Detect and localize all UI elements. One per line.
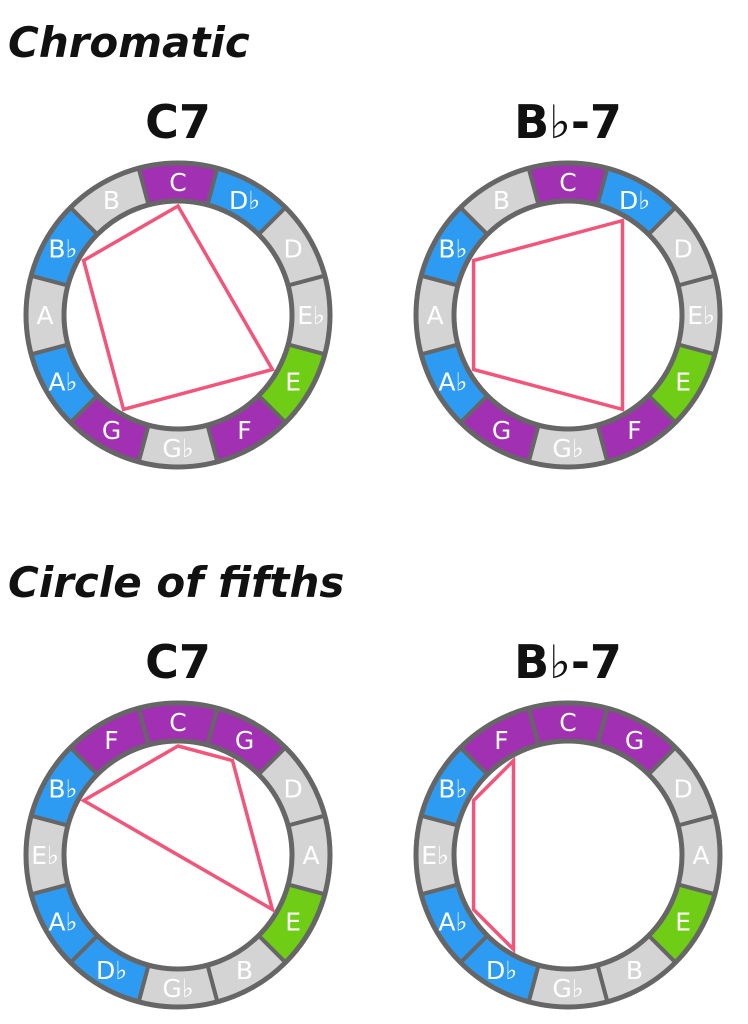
label-a: A <box>692 841 709 870</box>
label-g: G <box>492 416 511 445</box>
inner-ring <box>451 738 685 972</box>
label-a: A <box>426 301 443 330</box>
label-ab: A♭ <box>438 368 467 397</box>
chord-title: B♭-7 <box>514 635 622 689</box>
chromatic-c7-wheel: C7C D♭ D E♭ E F G♭ G A♭ A B♭ B <box>23 95 333 470</box>
chord-polygon <box>81 203 276 412</box>
label-d: D <box>284 235 303 264</box>
label-e: E <box>675 368 691 397</box>
label-ab: A♭ <box>48 368 77 397</box>
label-bb: B♭ <box>438 235 467 264</box>
label-eb: E♭ <box>297 301 325 330</box>
label-bb: B♭ <box>48 235 77 264</box>
label-g: G <box>235 726 254 755</box>
label-c: C <box>169 708 186 737</box>
label-gb: G♭ <box>552 974 583 1003</box>
label-d: D <box>284 775 303 804</box>
label-b: B <box>103 186 120 215</box>
label-db: D♭ <box>486 956 517 985</box>
label-ab: A♭ <box>48 908 77 937</box>
label-eb: E♭ <box>421 841 449 870</box>
label-c: C <box>559 708 576 737</box>
label-e: E <box>285 908 301 937</box>
label-f: F <box>104 726 118 755</box>
label-gb: G♭ <box>162 974 193 1003</box>
label-f: F <box>627 416 641 445</box>
label-gb: G♭ <box>552 434 583 463</box>
label-db: D♭ <box>229 186 260 215</box>
inner-ring <box>451 198 685 432</box>
label-eb: E♭ <box>687 301 715 330</box>
label-b: B <box>236 956 253 985</box>
label-eb: E♭ <box>31 841 59 870</box>
chord-polygon <box>471 756 516 954</box>
fifths-c7-wheel: C7C G D A E B G♭ D♭ A♭ E♭ B♭ F <box>23 635 333 1010</box>
chord-polygon <box>471 218 625 412</box>
chord-title: C7 <box>145 95 211 149</box>
label-ab: A♭ <box>438 908 467 937</box>
label-d: D <box>674 775 693 804</box>
outer-ring <box>413 700 723 1010</box>
label-a: A <box>302 841 319 870</box>
label-c: C <box>169 168 186 197</box>
chord-polygon <box>80 744 276 914</box>
label-gb: G♭ <box>162 434 193 463</box>
label-b: B <box>626 956 643 985</box>
label-bb: B♭ <box>48 775 77 804</box>
label-e: E <box>285 368 301 397</box>
label-e: E <box>675 908 691 937</box>
outer-ring <box>23 700 333 1010</box>
chromatic-bb-7-wheel: B♭-7C D♭ D E♭ E F G♭ G A♭ A B♭ B <box>413 95 723 470</box>
label-c: C <box>559 168 576 197</box>
label-b: B <box>493 186 510 215</box>
chord-title: C7 <box>145 635 211 689</box>
section-title-circle-of-fifths: Circle of fifths <box>8 558 345 607</box>
label-g: G <box>625 726 644 755</box>
chord-title: B♭-7 <box>514 95 622 149</box>
label-d: D <box>674 235 693 264</box>
outer-ring <box>413 160 723 470</box>
fifths-bb-7-wheel: B♭-7C G D A E B G♭ D♭ A♭ E♭ B♭ F <box>413 635 723 1010</box>
label-f: F <box>237 416 251 445</box>
label-f: F <box>494 726 508 755</box>
label-db: D♭ <box>619 186 650 215</box>
label-a: A <box>36 301 53 330</box>
label-g: G <box>102 416 121 445</box>
section-title-chromatic: Chromatic <box>8 18 250 67</box>
label-db: D♭ <box>96 956 127 985</box>
outer-ring <box>23 160 333 470</box>
inner-ring <box>61 738 295 972</box>
label-bb: B♭ <box>438 775 467 804</box>
inner-ring <box>61 198 295 432</box>
